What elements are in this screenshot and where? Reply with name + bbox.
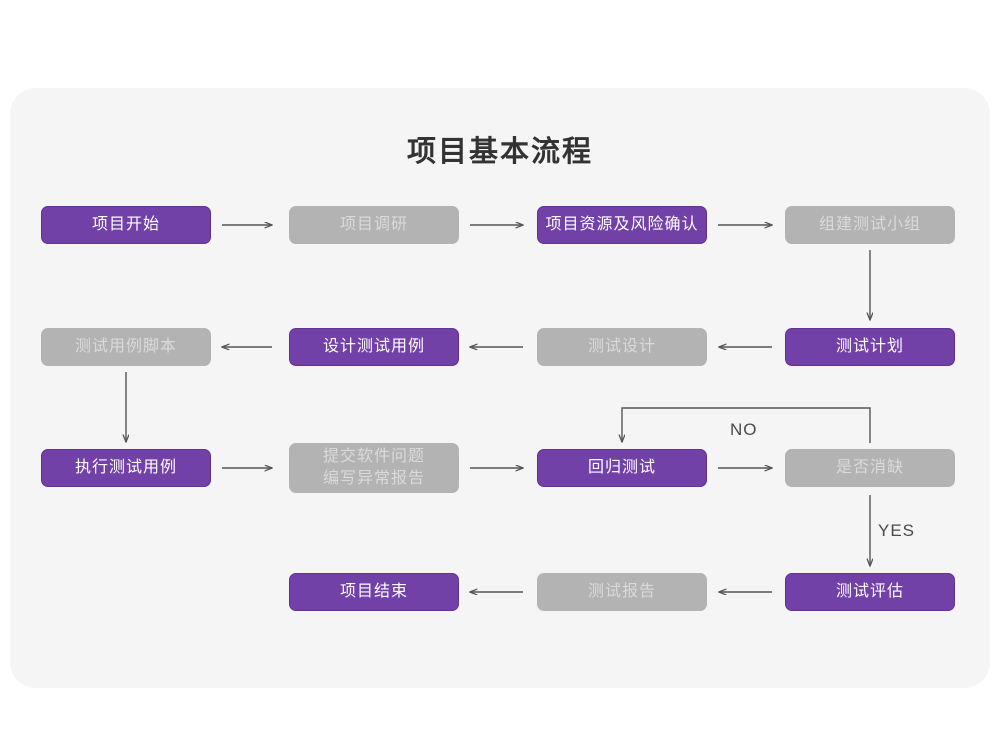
- node-test-evaluate[interactable]: 测试评估: [785, 573, 955, 611]
- edge-label-no: NO: [730, 420, 758, 439]
- node-resource-risk-confirm[interactable]: 项目资源及风险确认: [537, 206, 707, 244]
- node-test-plan[interactable]: 测试计划: [785, 328, 955, 366]
- page-title: 项目基本流程: [406, 136, 593, 168]
- node-project-start[interactable]: 项目开始: [41, 206, 211, 244]
- node-build-test-team[interactable]: 组建测试小组: [785, 206, 955, 244]
- node-test-case-script[interactable]: 测试用例脚本: [41, 328, 211, 366]
- node-execute-test-case[interactable]: 执行测试用例: [41, 449, 211, 487]
- node-project-end[interactable]: 项目结束: [289, 573, 459, 611]
- edge-label-yes: YES: [878, 521, 916, 540]
- node-submit-bug-report[interactable]: 提交软件问题 编写异常报告: [289, 443, 459, 493]
- node-design-test-case[interactable]: 设计测试用例: [289, 328, 459, 366]
- node-project-research[interactable]: 项目调研: [289, 206, 459, 244]
- node-test-design[interactable]: 测试设计: [537, 328, 707, 366]
- node-test-report[interactable]: 测试报告: [537, 573, 707, 611]
- node-regression-test[interactable]: 回归测试: [537, 449, 707, 487]
- node-defect-cleared-decision[interactable]: 是否消缺: [785, 449, 955, 487]
